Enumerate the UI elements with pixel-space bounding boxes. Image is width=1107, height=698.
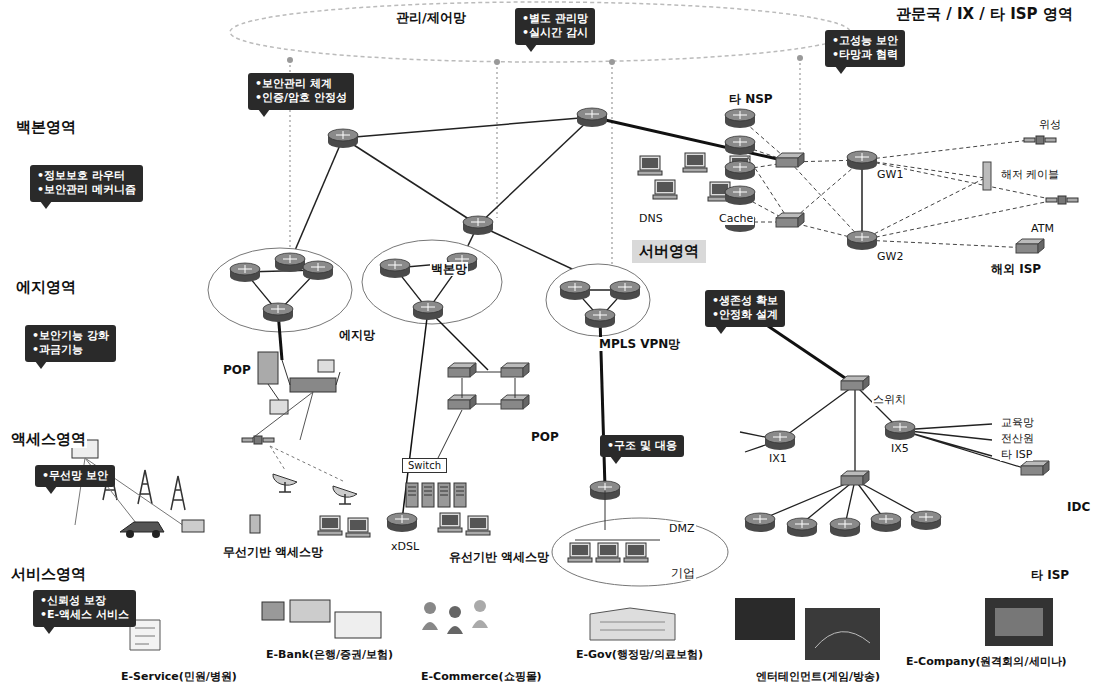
server-area-box: 서버영역 [632, 240, 706, 263]
text-label: IX5 [890, 442, 910, 455]
text-label: 무선기반 액세스망 [222, 545, 324, 559]
callout-box: •구조 및 대응 [600, 435, 684, 457]
text-label: Cache [718, 212, 754, 225]
callout-box: •정보보호 라우터•보안관리 메커니즘 [30, 165, 143, 202]
text-label: ATM [1030, 222, 1055, 235]
text-label: 교육망 [1000, 416, 1035, 429]
node-text: •생존성 확보 [712, 294, 778, 308]
node-text: •E-액세스 서비스 [40, 608, 129, 622]
text-label: 위성 [1038, 118, 1062, 131]
text-label: E-Gov(행정망/의료보험) [575, 648, 704, 661]
text-label: 유선기반 액세스망 [448, 550, 550, 564]
text-label: E-Company(원격회의/세미나) [905, 655, 1068, 668]
callout-box: •고성능 보안•타망과 협력 [825, 30, 905, 67]
switch-box: Switch [402, 458, 447, 473]
callout-box: •신뢰성 보장•E-액세스 서비스 [33, 590, 136, 627]
text-label: 서비스영역 [10, 565, 87, 583]
node-text: •타망과 협력 [832, 48, 898, 62]
text-label: xDSL [390, 540, 420, 553]
text-label: 액세스영역 [10, 430, 87, 448]
text-label: POP [222, 363, 252, 377]
node-text: •정보보호 라우터 [37, 169, 136, 183]
text-label: MPLS VPN망 [598, 337, 681, 351]
text-label: IX1 [768, 452, 788, 465]
node-text: •무선망 보안 [42, 469, 108, 483]
callout-box: •생존성 확보•안정화 설계 [705, 290, 785, 327]
text-label: 백본망 [430, 262, 468, 276]
text-label: E-Service(민원/병원) [120, 670, 238, 683]
node-text: Switch [408, 460, 441, 471]
text-label: E-Bank(은행/증권/보험) [265, 648, 394, 661]
node-text: •보안기능 강화 [32, 329, 109, 343]
text-label: 에지영역 [15, 278, 77, 296]
text-label: 관문국 / IX / 타 ISP 영역 [895, 5, 1074, 23]
callout-box: •무선망 보안 [35, 465, 115, 487]
text-label: IDC [1066, 500, 1091, 514]
text-label: DMZ [668, 522, 696, 535]
text-label: POP [530, 430, 560, 444]
node-text: •보안관리 메커니즘 [37, 183, 136, 197]
node-text: •구조 및 대응 [607, 439, 677, 453]
node-text: •인증/암호 안정성 [255, 91, 347, 105]
callout-box: •별도 관리망•실시간 감시 [515, 8, 595, 45]
text-label: 타 NSP [728, 92, 774, 106]
text-label: GW2 [876, 250, 904, 263]
text-label: 전산원 [1000, 432, 1035, 445]
text-label: 기업 [670, 566, 696, 580]
node-text: •과금기능 [32, 343, 109, 357]
node-text: •안정화 설계 [712, 308, 778, 322]
node-text: •실시간 감시 [522, 26, 588, 40]
node-text: 서버영역 [639, 242, 699, 261]
text-label: 타 ISP [1030, 568, 1070, 582]
text-label: 엔터테인먼트(게임/방송) [755, 670, 881, 683]
callout-box: •보안관리 체계•인증/암호 안정성 [248, 73, 354, 110]
text-label: DNS [638, 212, 664, 225]
callout-box: •보안기능 강화•과금기능 [25, 325, 116, 362]
text-label: E-Commerce(쇼핑몰) [420, 670, 543, 683]
text-label: 백본영역 [15, 118, 77, 136]
text-label: 해저 케이블 [1000, 168, 1061, 181]
text-label: 해외 ISP [990, 262, 1042, 276]
text-label: GW1 [876, 168, 904, 181]
node-text: •별도 관리망 [522, 12, 588, 26]
node-text: •신뢰성 보장 [40, 594, 129, 608]
node-text: •고성능 보안 [832, 34, 898, 48]
node-text: •보안관리 체계 [255, 77, 347, 91]
text-label: 타 ISP [1000, 448, 1033, 461]
text-label: 스위치 [872, 393, 907, 406]
text-label: 에지망 [338, 328, 376, 342]
text-label: 관리/제어망 [395, 10, 467, 26]
